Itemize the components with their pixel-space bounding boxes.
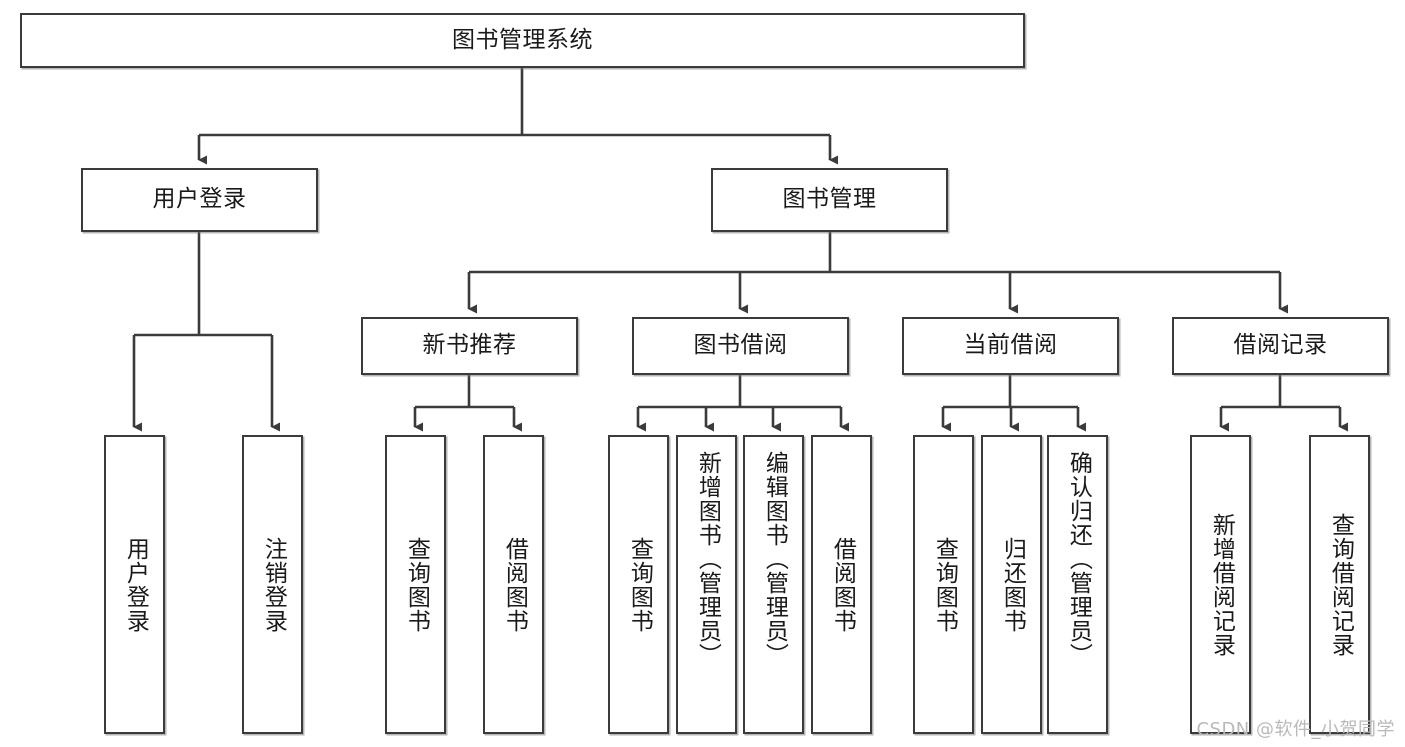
node-label: 确认归还（管理员） [1065,451,1092,667]
node-label: 图书借阅 [693,332,788,359]
node-label: 归还图书 [999,536,1026,633]
node-label: 图书管理系统 [452,26,593,53]
node-leaf-add-book-admin[interactable]: 新增图书（管理员） [676,435,737,734]
node-leaf-borrow-book[interactable]: 借阅图书 [811,435,872,734]
node-leaf-query-book-recommend[interactable]: 查询图书 [385,435,446,734]
node-leaf-user-login[interactable]: 用户登录 [104,435,165,734]
node-root-book-management-system[interactable]: 图书管理系统 [20,13,1025,68]
node-current-borrow[interactable]: 当前借阅 [902,317,1119,375]
node-label: 借阅记录 [1233,332,1328,359]
node-label: 借阅图书 [501,536,528,633]
node-leaf-query-borrow-record[interactable]: 查询借阅记录 [1309,435,1370,734]
node-label: 新书推荐 [422,332,517,359]
node-label: 新增图书（管理员） [694,451,721,667]
node-label: 查询图书 [403,536,430,633]
node-label: 图书管理 [782,186,877,213]
node-label: 编辑图书（管理员） [761,451,788,667]
node-leaf-logout[interactable]: 注销登录 [242,435,303,734]
node-new-book-recommend[interactable]: 新书推荐 [361,317,578,375]
node-user-login[interactable]: 用户登录 [81,168,318,232]
node-leaf-query-book-borrow[interactable]: 查询图书 [608,435,669,734]
node-leaf-borrow-book-recommend[interactable]: 借阅图书 [483,435,544,734]
node-label: 用户登录 [152,186,247,213]
node-leaf-edit-book-admin[interactable]: 编辑图书（管理员） [743,435,804,734]
node-book-borrow[interactable]: 图书借阅 [632,317,849,375]
node-label: 查询借阅记录 [1327,512,1354,657]
node-label: 注销登录 [260,536,287,633]
node-book-management[interactable]: 图书管理 [711,168,948,232]
node-label: 新增借阅记录 [1208,512,1235,657]
node-leaf-add-borrow-record[interactable]: 新增借阅记录 [1190,435,1251,734]
node-label: 借阅图书 [829,536,856,633]
node-label: 查询图书 [931,536,958,633]
node-leaf-query-book-current[interactable]: 查询图书 [913,435,974,734]
node-borrow-record[interactable]: 借阅记录 [1172,317,1389,375]
node-label: 查询图书 [626,536,653,633]
node-leaf-confirm-return-admin[interactable]: 确认归还（管理员） [1047,435,1108,734]
node-leaf-return-book[interactable]: 归还图书 [981,435,1042,734]
node-label: 当前借阅 [963,332,1058,359]
node-label: 用户登录 [122,536,149,633]
